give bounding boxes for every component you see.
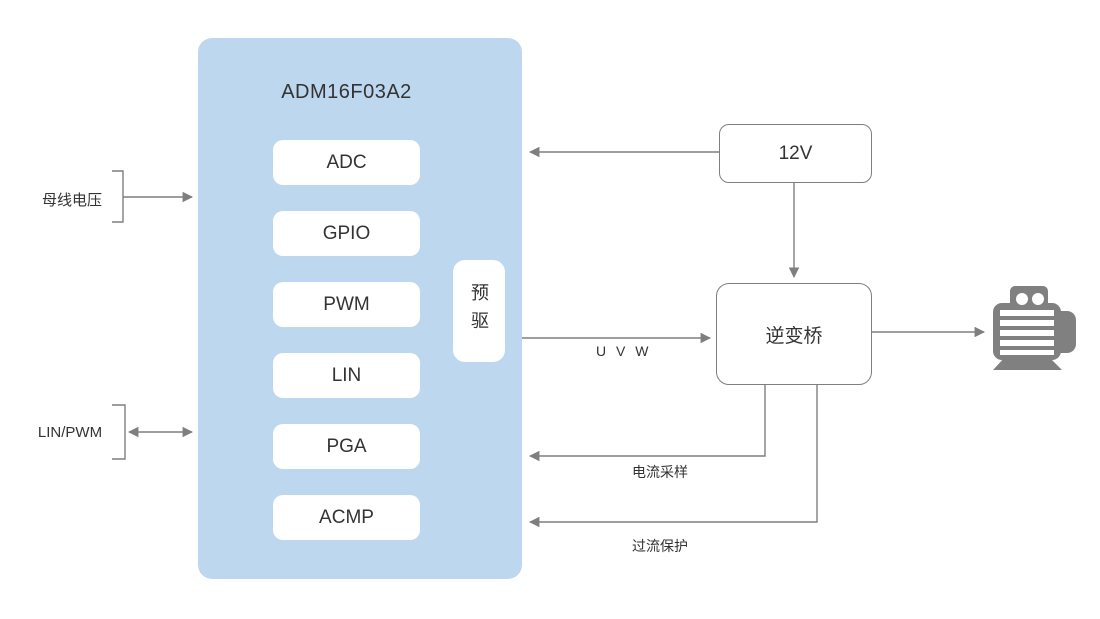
predriver-label: 预驱 bbox=[469, 283, 489, 339]
bus-voltage-bracket bbox=[112, 170, 194, 223]
predriver-block: 预驱 bbox=[453, 260, 505, 362]
peripheral-block-pga: PGA bbox=[273, 424, 420, 469]
inverter-bridge-block: 逆变桥 bbox=[716, 283, 872, 385]
motor-icon bbox=[993, 286, 1076, 370]
bus-voltage-label: 母线电压 bbox=[41, 192, 102, 209]
peripheral-block-acmp: ACMP bbox=[273, 495, 420, 540]
overcurrent-protection-label: 过流保护 bbox=[632, 538, 688, 554]
peripheral-block-pwm: PWM bbox=[273, 282, 420, 327]
lin-pwm-label: LIN/PWM bbox=[37, 424, 103, 441]
peripheral-block-adc: ADC bbox=[273, 140, 420, 185]
lin-pwm-bracket bbox=[112, 404, 194, 460]
arrow-overcurrent-protection bbox=[528, 383, 818, 528]
peripheral-block-lin: LIN bbox=[273, 353, 420, 398]
uvw-label: U V W bbox=[596, 343, 652, 359]
supply-12v-block: 12V bbox=[719, 124, 872, 183]
peripheral-block-gpio: GPIO bbox=[273, 211, 420, 256]
current-sampling-label: 电流采样 bbox=[632, 464, 688, 480]
chip-title: ADM16F03A2 bbox=[281, 80, 412, 103]
arrow-current-sampling bbox=[528, 383, 766, 462]
